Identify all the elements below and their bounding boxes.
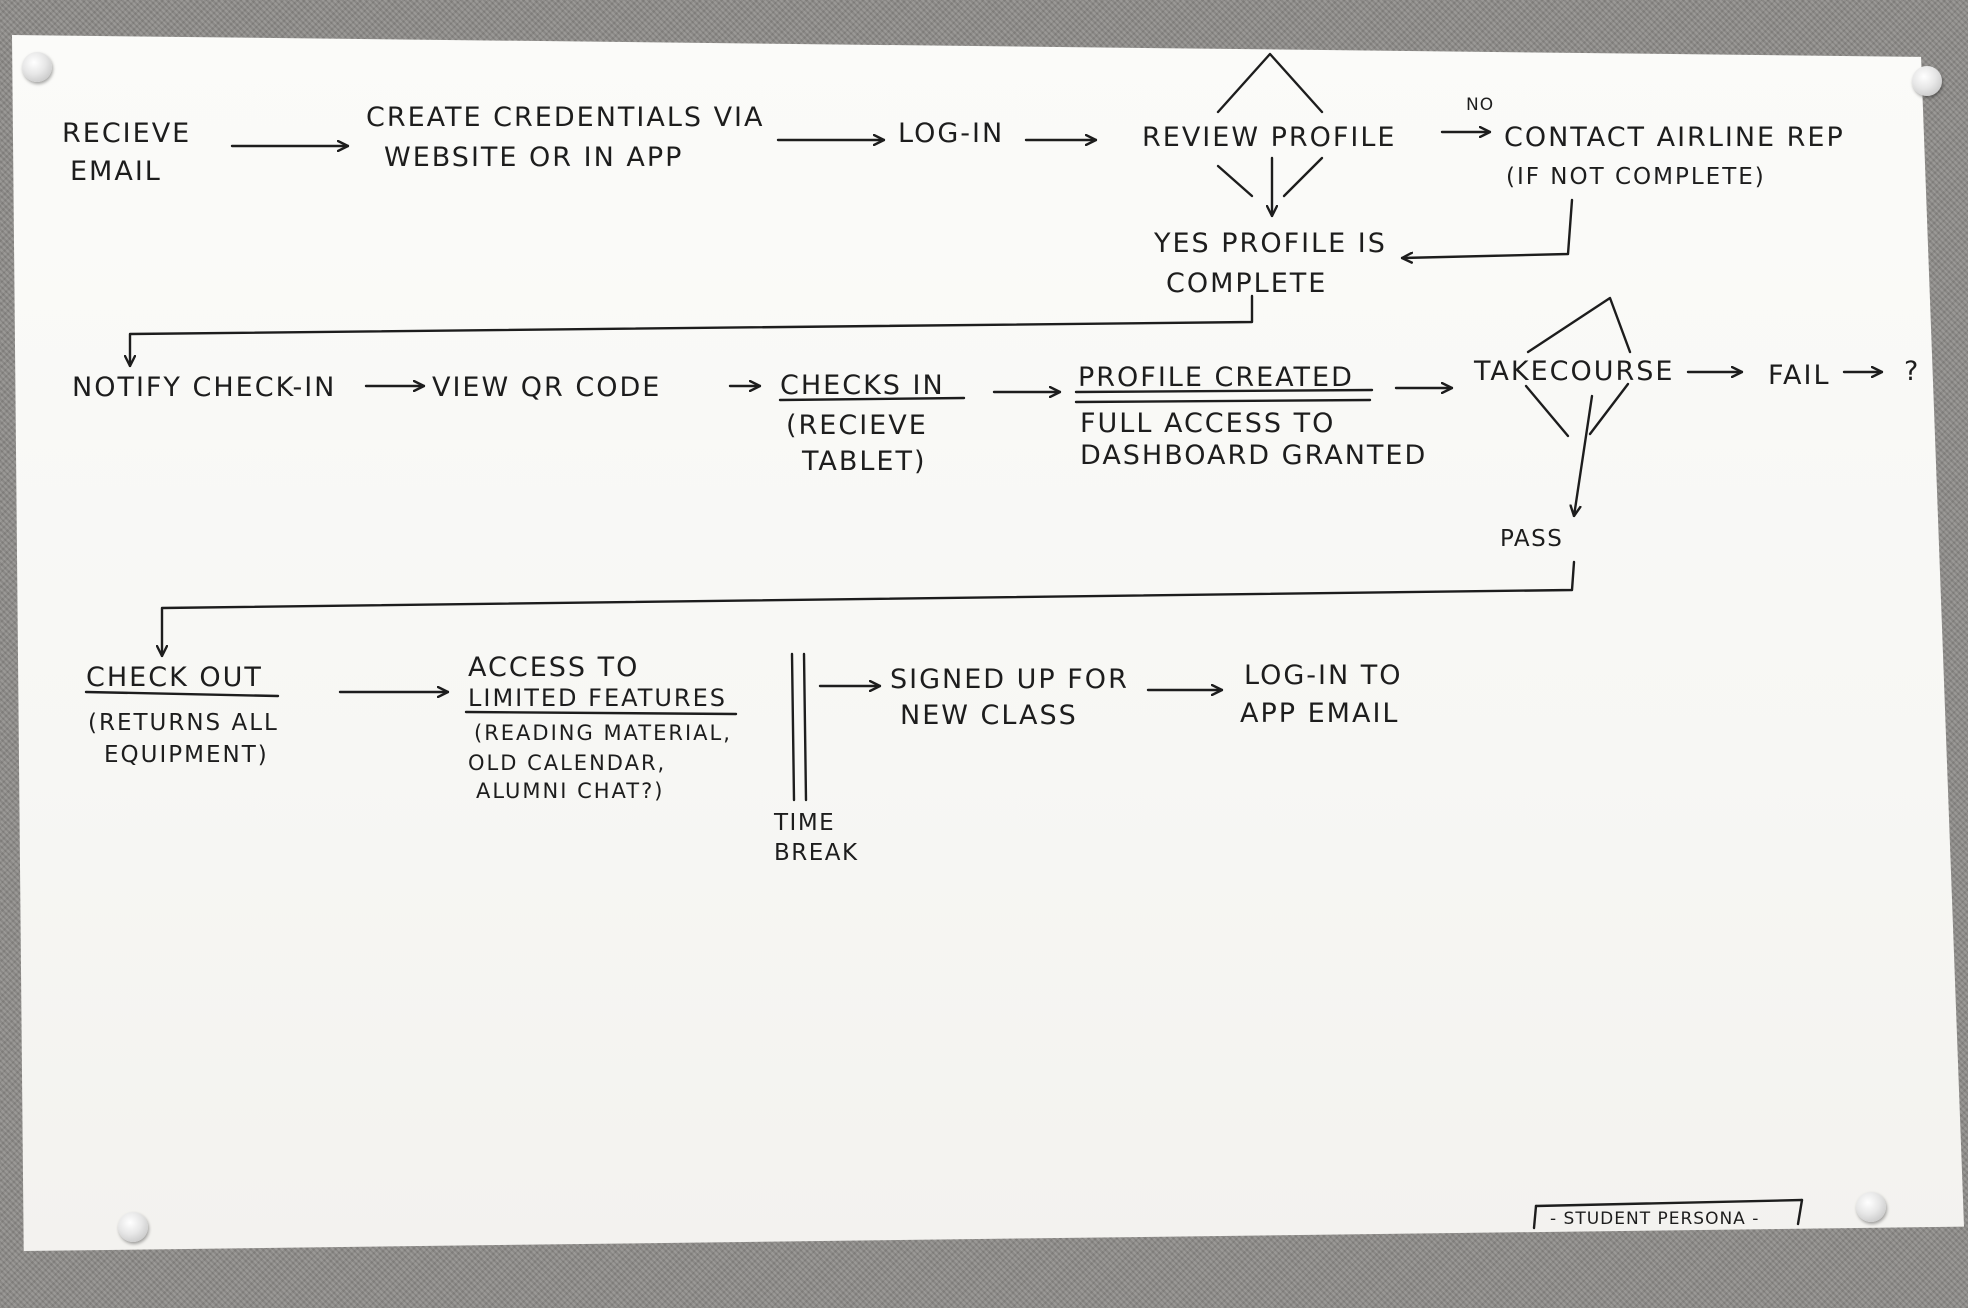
arrow-contact-to-yes <box>1402 200 1572 258</box>
step-checks-in: CHECKS IN (RECIEVE TABLET) <box>780 370 955 477</box>
underline-profile-created-2 <box>1076 400 1370 402</box>
step-contact-airline-rep: CONTACT AIRLINE REP (IF NOT COMPLETE) <box>1504 122 1855 190</box>
step-create-credentials: CREATE CREDENTIALS VIA WEBSITE OR IN APP <box>366 102 775 173</box>
course-diamond-left <box>1526 386 1568 436</box>
step-view-qr-code: VIEW QR CODE <box>432 372 661 403</box>
underline-limited-features <box>466 712 736 714</box>
course-diamond-top <box>1528 298 1630 352</box>
step-review-profile: REVIEW PROFILE <box>1142 122 1396 153</box>
step-unknown-outcome: ? <box>1904 356 1920 387</box>
course-diamond-right <box>1590 384 1628 434</box>
label-time-break: TIME BREAK <box>773 810 859 866</box>
step-check-out: CHECK OUT (RETURNS ALL EQUIPMENT) <box>86 662 289 768</box>
step-pass: PASS <box>1500 526 1563 552</box>
connector-row1-to-row2 <box>130 296 1252 366</box>
step-fail: FAIL <box>1768 360 1831 391</box>
time-break-line-1 <box>792 654 794 800</box>
step-take-course: TAKECOURSE <box>1473 356 1674 387</box>
arrow-course-to-pass <box>1574 396 1592 516</box>
step-login: LOG-IN <box>898 118 1004 149</box>
connector-row2-to-row3 <box>162 562 1574 656</box>
step-notify-check-in: NOTIFY CHECK-IN <box>72 372 336 403</box>
step-profile-created: PROFILE CREATED FULL ACCESS TO DASHBOARD… <box>1078 362 1427 471</box>
footer-bracket-right <box>1798 1200 1802 1224</box>
step-profile-complete: YES PROFILE IS COMPLETE <box>1153 228 1397 299</box>
footer-student-persona: - STUDENT PERSONA - <box>1550 1209 1759 1229</box>
footer-bracket-left <box>1534 1206 1536 1228</box>
time-break-line-2 <box>804 654 806 800</box>
step-login-app-email: LOG-IN TO APP EMAIL <box>1240 660 1413 729</box>
decision-diamond-right <box>1284 158 1322 196</box>
decision-diamond-left <box>1218 166 1252 196</box>
step-signed-up: SIGNED UP FOR NEW CLASS <box>890 664 1139 731</box>
step-receive-email: RECIEVE EMAIL <box>62 118 202 187</box>
decision-diamond-top <box>1218 54 1322 112</box>
label-no: NO <box>1466 95 1494 115</box>
step-limited-access: ACCESS TO LIMITED FEATURES (READING MATE… <box>468 652 743 803</box>
footer-bracket-top <box>1536 1200 1802 1206</box>
